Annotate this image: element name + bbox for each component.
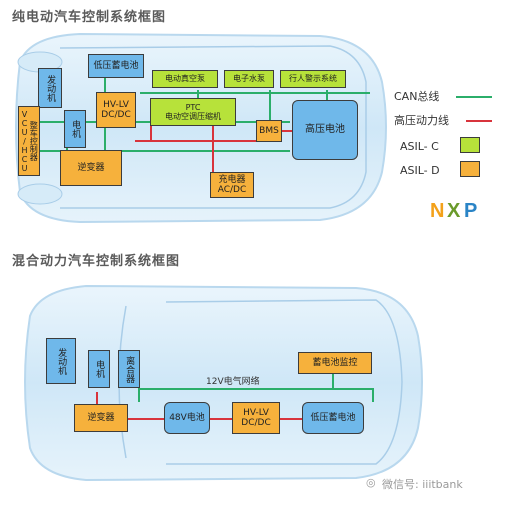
- svg-text:N: N: [430, 200, 444, 222]
- hy-hv-3: [280, 418, 302, 420]
- hy-12v-v3: [372, 388, 374, 402]
- ev-pedestrian-alarm-box: 行人警示系统: [280, 70, 346, 88]
- legend-asil-c-swatch: [460, 137, 480, 153]
- hy-12v-network-line: [138, 388, 374, 390]
- ev-hv-v1: [150, 112, 152, 142]
- hy-low-battery-box: 低压蓄电池: [302, 402, 364, 434]
- legend-can-line: [456, 96, 492, 98]
- legend-asil-c-label: ASIL- C: [400, 140, 439, 153]
- ev-water-pump-box: 电子水泵: [224, 70, 274, 88]
- hybrid-diagram-title: 混合动力汽车控制系统框图: [12, 254, 181, 269]
- ev-ptc-box: PTC 电动空调压缩机: [150, 98, 236, 126]
- ev-engine-box: 发动机: [38, 68, 62, 108]
- ev-hv-battery-box: 高压电池: [292, 100, 358, 160]
- hy-hv-4: [96, 392, 98, 410]
- ev-vcu-box: 整车控制器VCU/HCU: [18, 106, 40, 176]
- ev-hv-lv-box: HV-LV DC/DC: [96, 92, 136, 128]
- hy-hv-1: [128, 418, 164, 420]
- ev-vacuum-pump-box: 电动真空泵: [152, 70, 218, 88]
- svg-text:P: P: [464, 200, 477, 222]
- nxp-logo: N X P: [430, 200, 477, 222]
- ev-hv-batt: [282, 130, 294, 132]
- hy-12v-v2: [138, 388, 140, 402]
- svg-text:X: X: [447, 200, 461, 222]
- ev-diagram-title: 纯电动汽车控制系统框图: [12, 10, 167, 25]
- ev-low-battery-box: 低压蓄电池: [88, 54, 144, 78]
- ev-inverter-box: 逆变器: [60, 150, 122, 186]
- ev-hv-main: [135, 140, 260, 142]
- hy-hv-2: [210, 418, 232, 420]
- hy-48v-battery-box: 48V电池: [164, 402, 210, 434]
- legend-hv-label: 高压动力线: [394, 114, 449, 127]
- hy-12v-network-label: 12V电气网络: [206, 377, 260, 387]
- hy-motor-box: 电机: [88, 350, 110, 388]
- hy-battery-monitor-box: 蓄电池监控: [298, 352, 372, 374]
- legend-can-label: CAN总线: [394, 90, 440, 103]
- hy-hv-lv-box: HV-LV DC/DC: [232, 402, 280, 434]
- ev-can-v1: [197, 90, 199, 100]
- hy-inverter-box: 逆变器: [74, 404, 128, 432]
- legend-hv-line: [466, 120, 492, 122]
- watermark-text: 微信号: iiitbank: [382, 478, 463, 491]
- hy-12v-v1: [332, 372, 334, 390]
- legend-asil-d-label: ASIL- D: [400, 164, 440, 177]
- ev-motor-box: 电机: [64, 110, 86, 148]
- ev-hv-v2: [212, 112, 214, 172]
- ev-bms-box: BMS: [256, 120, 282, 142]
- wechat-icon: ◎: [366, 476, 376, 489]
- hy-engine-box: 发动机: [46, 338, 76, 384]
- ev-can-v2: [269, 90, 271, 120]
- hy-clutch-box: 离合器: [118, 350, 140, 388]
- ev-can-upper: [140, 92, 370, 94]
- ev-charger-box: 充电器 AC/DC: [210, 172, 254, 198]
- ev-can-v3: [326, 90, 328, 100]
- ev-can-main: [40, 150, 290, 152]
- legend-asil-d-swatch: [460, 161, 480, 177]
